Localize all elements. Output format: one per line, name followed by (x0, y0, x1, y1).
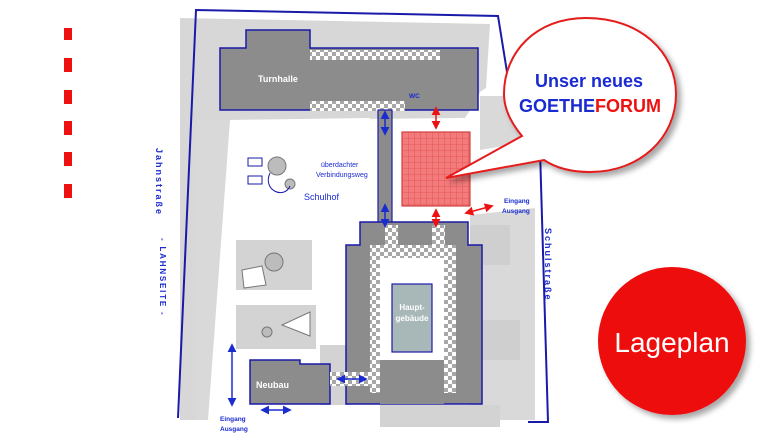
label-entrance-south-1: Eingang (220, 416, 246, 423)
label-walkway-2: Verbindungsweg (316, 172, 368, 179)
label-entrance-east-1: Eingang (504, 198, 530, 205)
street-schulstrasse: Schulstraße (543, 228, 553, 302)
label-entrance-south-2: Ausgang (220, 426, 248, 433)
callout-line1: Unser neues (535, 71, 643, 91)
lageplan-badge (598, 267, 746, 415)
label-wc: WC (409, 93, 420, 100)
callout-goethe: GOETHE (519, 96, 595, 116)
street-lahnseite: - LAHNSEITE - (158, 238, 167, 317)
forum-callout (445, 16, 678, 179)
callout-forum: FORUM (595, 96, 661, 116)
label-entrance-east-2: Ausgang (502, 208, 530, 215)
ground-areas (180, 18, 540, 427)
label-walkway-1: überdachter (321, 162, 359, 169)
label-turnhalle: Turnhalle (258, 74, 298, 84)
turnhalle-building (219, 29, 479, 111)
label-hauptgebaeude-1: Haupt- (399, 303, 425, 312)
hauptgebaeude-building (345, 221, 483, 405)
badge-label: Lageplan (614, 327, 729, 358)
goetheforum-area (401, 131, 471, 207)
street-jahnstrasse: Jahnstraße (154, 148, 164, 216)
access-arrows (227, 110, 390, 415)
label-neubau: Neubau (256, 380, 289, 390)
red-dashed-border (64, 28, 72, 198)
label-schulhof: Schulhof (304, 192, 340, 202)
forum-arrows (431, 106, 494, 228)
schoolyard-features (241, 156, 311, 338)
label-hauptgebaeude-2: gebäude (396, 314, 429, 323)
callout-line2: GOETHEFORUM (519, 96, 661, 116)
property-boundary (177, 8, 508, 419)
